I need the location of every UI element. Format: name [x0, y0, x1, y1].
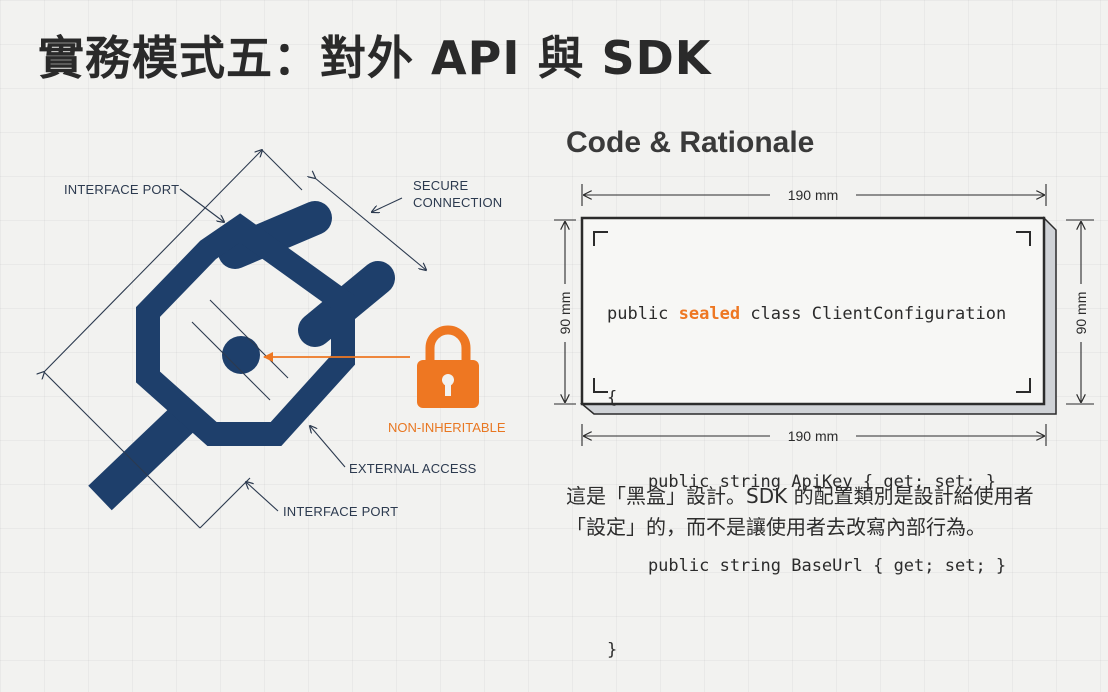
page-title: 實務模式五：對外 API 與 SDK [38, 31, 712, 85]
dim-width-top: 190 mm [788, 187, 839, 203]
section-subtitle: Code & Rationale [566, 126, 815, 159]
code-line-5: } [607, 640, 618, 660]
code-line-3: public string ApiKey { get; set; } [607, 472, 996, 492]
code-line-4: public string BaseUrl { get; set; } [607, 556, 1007, 576]
label-secure-line2: CONNECTION [413, 195, 502, 210]
label-interface-port-top: INTERFACE PORT [64, 182, 179, 197]
label-secure-line1: SECURE [413, 178, 469, 193]
label-non-inheritable: NON-INHERITABLE [388, 420, 506, 435]
dim-width-bottom: 190 mm [788, 428, 839, 444]
rationale-caption: 這是「黑盒」設計。SDK 的配置類別是設計給使用者 「設定」的，而不是讓使用者去… [566, 481, 1096, 543]
caption-line-2: 「設定」的，而不是讓使用者去改寫內部行為。 [566, 515, 986, 539]
code-frame [580, 216, 1046, 406]
label-external-access: EXTERNAL ACCESS [349, 461, 477, 476]
code-text: class ClientConfiguration [740, 304, 1007, 324]
dim-height-left: 90 mm [557, 292, 573, 335]
code-snippet: public sealed class ClientConfiguration … [607, 244, 1006, 692]
code-line-2: { [607, 388, 618, 408]
dim-height-right: 90 mm [1073, 292, 1089, 335]
plug-diagram: INTERFACE PORT SECURE CONNECTION NON-INH… [0, 0, 506, 529]
code-panel: 190 mm 190 mm 90 mm 90 mm [554, 184, 1094, 446]
label-interface-port-bottom: INTERFACE PORT [283, 504, 398, 519]
sealed-keyword: sealed [678, 304, 741, 324]
code-line-1: public sealed class ClientConfiguration [607, 300, 1006, 328]
code-text: public [607, 304, 679, 324]
lock-icon [417, 325, 479, 408]
caption-line-1: 這是「黑盒」設計。SDK 的配置類別是設計給使用者 [566, 484, 1034, 508]
